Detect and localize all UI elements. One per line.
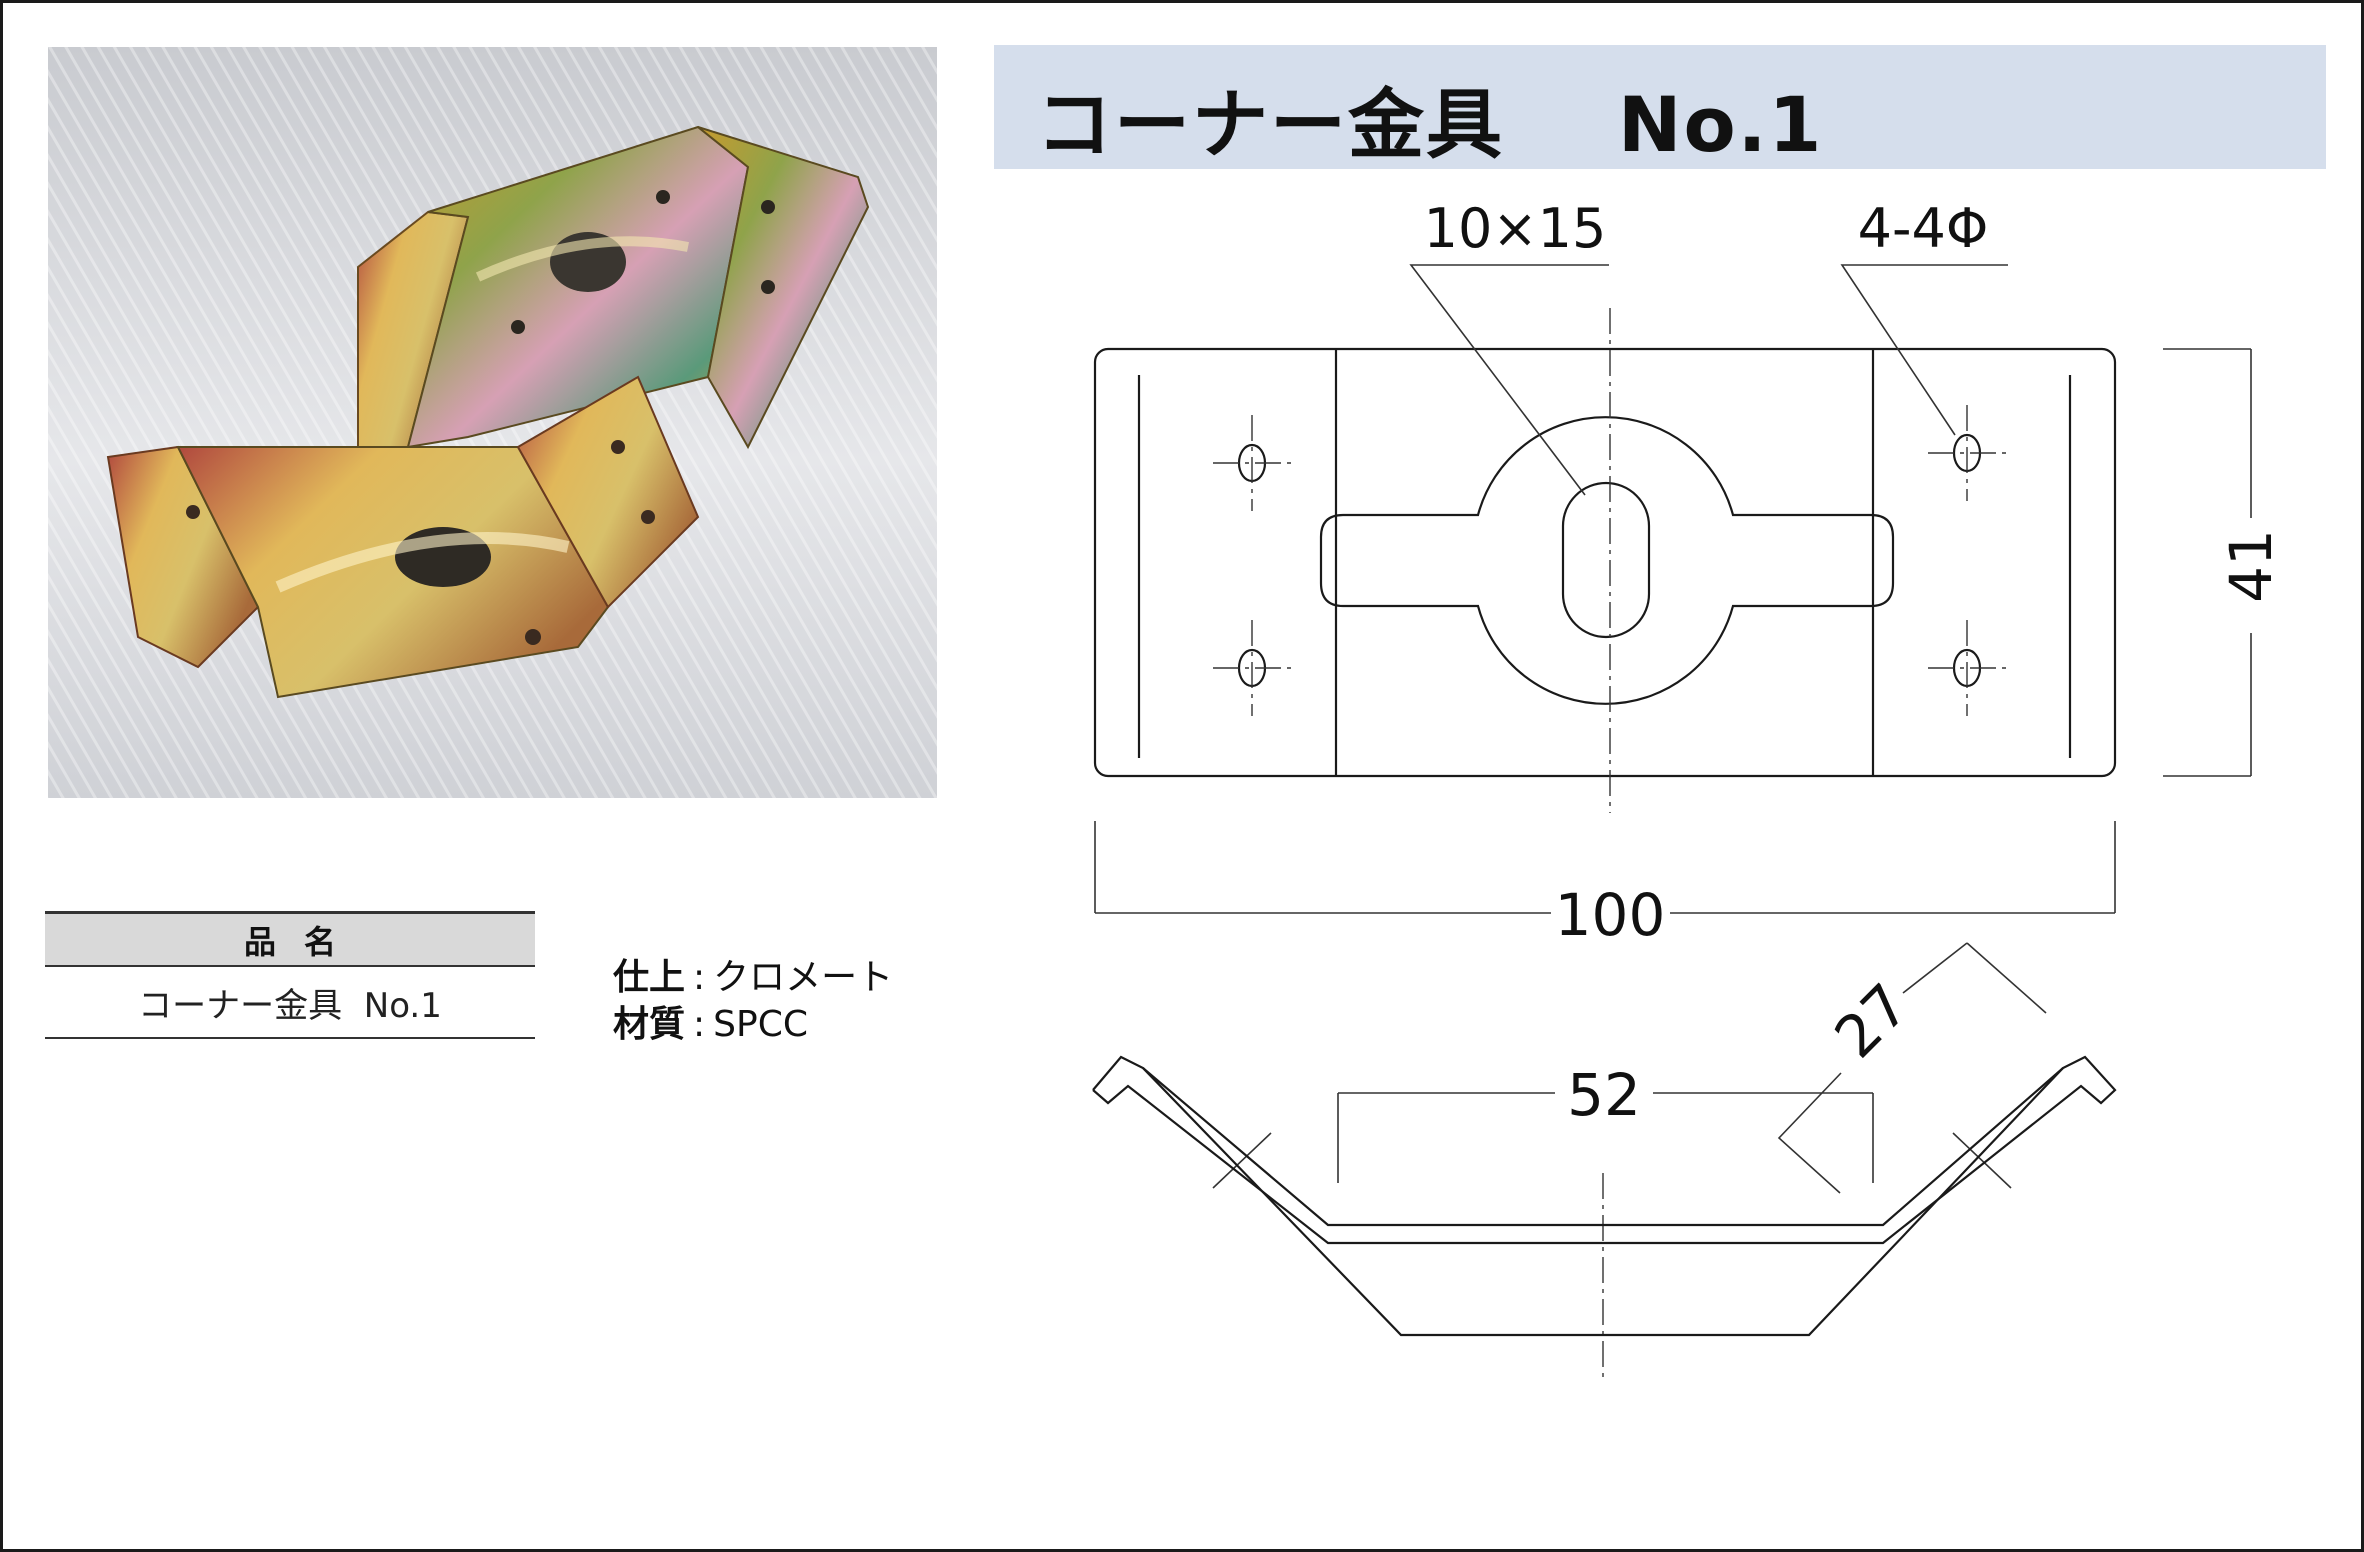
plate-outline [1093, 347, 2117, 778]
title-number: No.1 [1617, 80, 1824, 169]
width-dim-label: 100 [1555, 881, 1666, 949]
slot-callout: 10×15 [1424, 197, 1607, 260]
page-title: コーナー金具 No.1 [1036, 63, 1823, 173]
lower-bracket-shape [106, 375, 700, 699]
spec-finish-value: クロメート [713, 957, 894, 998]
title-name: コーナー金具 [1036, 80, 1504, 169]
technical-drawing: 10×15 4-4Φ 41 100 27 52 [1092, 197, 2285, 1378]
spec-list: 仕上:クロメート 材質:SPCC [613, 954, 893, 1048]
spec-material: 材質:SPCC [613, 1004, 808, 1045]
center-slot [1561, 481, 1651, 639]
embossed-rib [1319, 416, 1895, 705]
upper-bracket-shape [357, 125, 870, 450]
spec-material-label: 材質 [613, 1004, 686, 1045]
side-profile [1092, 1055, 2117, 1337]
product-photo-image [48, 47, 937, 798]
product-name-table: 品名 コーナー金具 No.1 [45, 911, 535, 1039]
flange-dim-label: 27 [1822, 971, 1922, 1071]
product-name-value: コーナー金具 No.1 [45, 967, 535, 1039]
product-photo [48, 47, 937, 798]
holes-callout: 4-4Φ [1858, 197, 1989, 260]
height-dim-label: 41 [2217, 529, 2285, 603]
product-name-header: 品名 [45, 911, 535, 967]
title-bar: コーナー金具 No.1 [994, 45, 2326, 169]
base-dim-label: 52 [1567, 1061, 1641, 1129]
spec-material-value: SPCC [713, 1004, 808, 1045]
spec-finish: 仕上:クロメート [613, 957, 894, 998]
spec-finish-label: 仕上 [613, 957, 686, 998]
center-lines [1213, 308, 2008, 1378]
dimension-lines [1094, 264, 2252, 1194]
